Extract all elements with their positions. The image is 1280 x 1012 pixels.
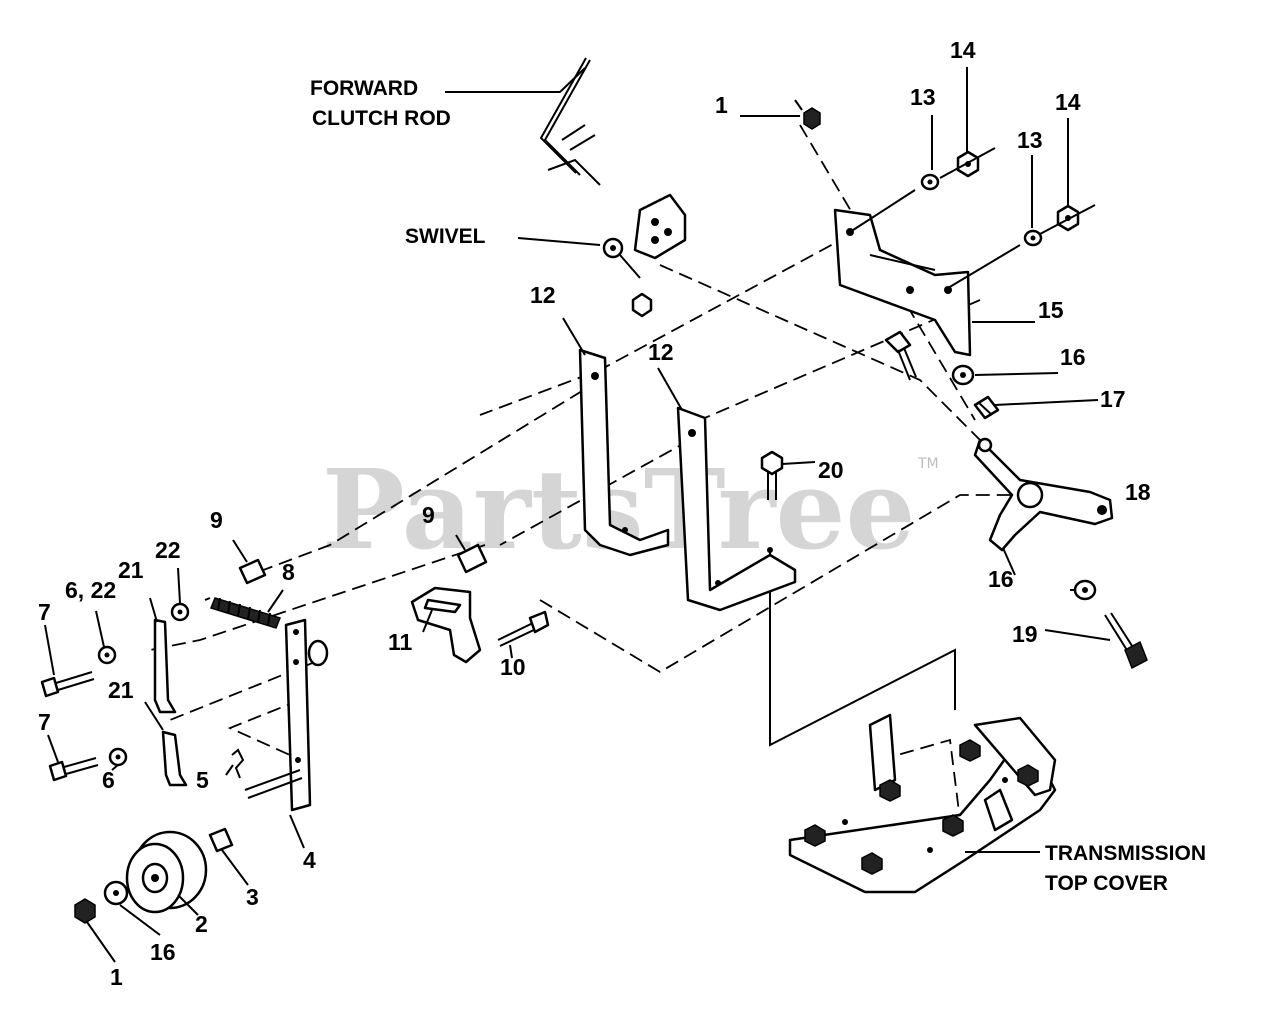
bushing-17: [973, 395, 1000, 420]
bolt-7a: [40, 671, 95, 698]
callout-7b: 7: [38, 709, 51, 735]
washer-16-lower: [1073, 579, 1097, 601]
callout-15: 15: [1038, 297, 1064, 323]
link-21a: [153, 618, 177, 714]
spring-8: [204, 597, 281, 629]
link-21b: [161, 730, 188, 787]
callout-18: 18: [1125, 479, 1151, 505]
lever-18: [973, 437, 1114, 552]
hex-nut-14b: [1056, 204, 1080, 232]
leader-lines: [44, 67, 1111, 963]
washer-13b: [1023, 229, 1043, 247]
bolt-20: [760, 450, 784, 500]
cotter-pin-5: [231, 748, 245, 779]
watermark-trademark: TM: [917, 456, 939, 472]
callout-20: 20: [818, 457, 844, 483]
callout-14a: 14: [950, 37, 976, 63]
spacer-3: [208, 827, 234, 853]
callout-9a: 9: [210, 507, 223, 533]
callout-14b: 14: [1055, 89, 1081, 115]
callout-16b: 16: [988, 566, 1014, 592]
washer-16-upper: [951, 364, 975, 386]
swivel-bracket: [602, 193, 687, 318]
label-top-cover: TOP COVER: [1045, 872, 1168, 895]
forward-clutch-rod: [539, 57, 601, 186]
label-swivel: SWIVEL: [405, 225, 486, 248]
callout-8: 8: [282, 559, 295, 585]
transmission-top-cover: [788, 713, 1057, 894]
callout-16a: 16: [1060, 344, 1086, 370]
washer-6: [108, 747, 128, 767]
bracket-12a: [578, 348, 670, 557]
hex-nut-1-bottom: [74, 898, 96, 924]
callout-10: 10: [500, 654, 526, 680]
callout-13b: 13: [1017, 127, 1043, 153]
callout-7a: 7: [38, 599, 51, 625]
hex-nut-14a: [956, 150, 980, 178]
callout-4: 4: [303, 847, 316, 873]
washer-22: [170, 602, 190, 622]
spacer-9b: [456, 543, 488, 574]
callout-22: 22: [155, 537, 181, 563]
pin-10: [497, 610, 550, 647]
bolt-upper: [884, 330, 917, 381]
callout-6: 6: [102, 767, 115, 793]
callout-6-22: 6, 22: [65, 577, 116, 603]
callout-12a: 12: [530, 282, 556, 308]
bracket-11: [410, 586, 482, 664]
washer-16c: [103, 880, 129, 906]
label-clutch-rod: CLUTCH ROD: [312, 107, 451, 130]
spacer-9a: [238, 558, 267, 585]
label-transmission: TRANSMISSION: [1045, 842, 1206, 865]
callout-12b: 12: [648, 339, 674, 365]
callout-1-bottom: 1: [110, 964, 123, 990]
callout-9b: 9: [422, 502, 435, 528]
bolt-7b: [48, 757, 99, 782]
callout-3: 3: [246, 884, 259, 910]
bolt-19: [1104, 612, 1148, 670]
callout-13a: 13: [910, 84, 936, 110]
callout-19: 19: [1012, 621, 1038, 647]
washer-13a: [920, 173, 940, 191]
callout-2: 2: [195, 911, 208, 937]
callout-16c: 16: [150, 939, 176, 965]
callout-21a: 21: [118, 557, 144, 583]
hex-nut-1-top: [794, 99, 821, 130]
washer-6-22: [97, 645, 117, 665]
callout-5: 5: [196, 767, 209, 793]
lever-4: [244, 618, 329, 812]
callout-17: 17: [1100, 386, 1126, 412]
pulley-2: [125, 830, 208, 914]
callout-11: 11: [388, 629, 413, 655]
label-forward: FORWARD: [310, 77, 418, 100]
callout-1-top: 1: [715, 92, 728, 118]
bracket-12b: [676, 406, 797, 612]
callout-21b: 21: [108, 677, 134, 703]
